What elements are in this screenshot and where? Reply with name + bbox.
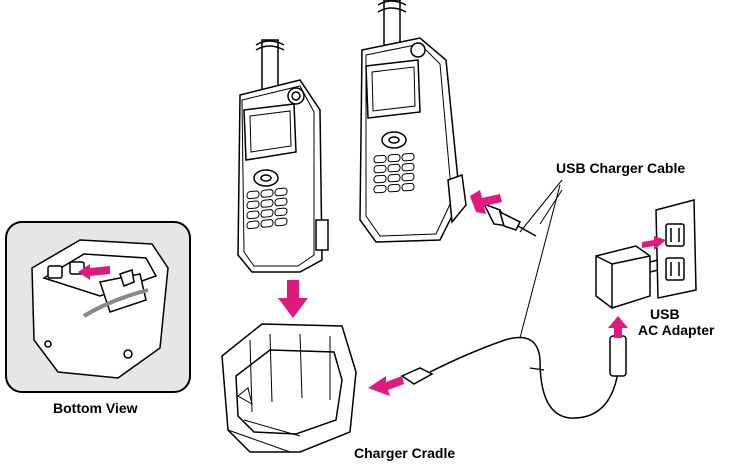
usb-plug-adapter xyxy=(609,335,627,377)
label-usb-charger-cable: USB Charger Cable xyxy=(556,160,686,176)
cable-leader-lines xyxy=(519,179,563,339)
usb-plug-cradle xyxy=(400,367,434,385)
label-bottom-view: Bottom View xyxy=(53,400,138,416)
arrow-radio-into-cradle xyxy=(278,280,308,318)
arrow-plug-into-adapter xyxy=(608,316,628,338)
arrow-plug-into-radio xyxy=(470,190,502,214)
charger-cradle xyxy=(221,323,357,453)
bottom-view-inset xyxy=(5,221,191,393)
label-usb-ac-adapter-line2: AC Adapter xyxy=(638,322,715,338)
arrow-inset-connector xyxy=(78,264,110,280)
radio-left xyxy=(237,39,329,273)
arrow-plug-into-cradle xyxy=(368,376,404,396)
arrow-adapter-into-outlet xyxy=(642,236,666,250)
usb-ac-adapter xyxy=(595,245,667,309)
label-charger-cradle: Charger Cradle xyxy=(354,445,456,461)
radio-right xyxy=(359,0,467,243)
wall-outlet xyxy=(655,199,697,299)
usb-plug-radio xyxy=(482,202,537,237)
label-usb-ac-adapter-line1: USB xyxy=(650,306,680,322)
usb-charger-cable xyxy=(429,336,619,419)
arrows xyxy=(78,190,666,396)
